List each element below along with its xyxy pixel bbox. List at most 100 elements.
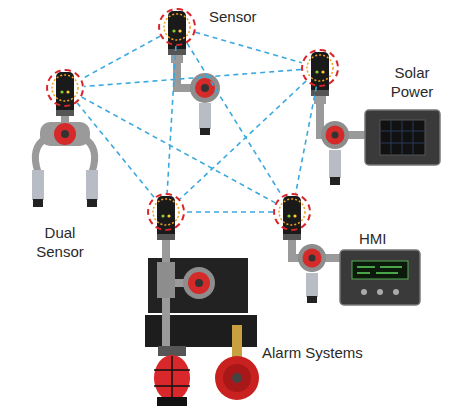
fitting <box>232 325 242 357</box>
transmitter-center <box>201 84 209 92</box>
antenna <box>279 196 305 240</box>
led <box>178 29 181 32</box>
device-label: Solar Power <box>379 64 445 102</box>
radio-link <box>82 97 276 203</box>
sensor-tip <box>87 199 97 207</box>
beacon-dome <box>154 355 190 401</box>
radio-link <box>296 87 317 194</box>
dual-sensor-device <box>32 116 98 207</box>
led <box>60 90 63 93</box>
pipe <box>162 298 170 348</box>
antenna-body <box>283 196 301 240</box>
antenna-body <box>311 52 329 96</box>
hmi-screen <box>352 261 408 279</box>
antenna <box>307 52 333 104</box>
junction-box <box>157 262 175 298</box>
transmitter-face <box>326 126 345 145</box>
led <box>321 70 324 73</box>
radio-link <box>77 103 154 198</box>
solar-panel <box>380 120 425 155</box>
sensor-tip <box>200 128 210 135</box>
solar-enclosure <box>365 110 440 165</box>
led <box>172 29 175 32</box>
antenna-fitting <box>314 96 326 104</box>
led <box>161 214 164 217</box>
antenna-collar <box>283 234 301 240</box>
device-label: HMI <box>359 230 387 249</box>
horn <box>215 356 259 400</box>
pipe <box>162 240 170 262</box>
led <box>287 214 290 217</box>
radio-link <box>180 81 306 199</box>
led <box>167 214 170 217</box>
antenna <box>52 72 78 116</box>
hmi-button <box>377 289 383 295</box>
sensor-tip <box>307 296 317 303</box>
signal-ring <box>153 199 179 225</box>
antenna-collar <box>56 110 74 116</box>
beacon-base <box>158 346 186 356</box>
pipe <box>177 62 192 88</box>
signal-ring <box>164 14 190 40</box>
antenna <box>164 11 190 63</box>
device-label: Dual Sensor <box>27 224 93 262</box>
transmitter-face <box>195 78 215 98</box>
led <box>315 70 318 73</box>
hmi-enclosure <box>340 250 420 305</box>
radio-node: Solar Power <box>301 49 339 87</box>
radio-link <box>167 46 176 193</box>
transmitter-center <box>309 255 316 262</box>
sensor-head <box>199 103 211 129</box>
sensor-head <box>86 170 98 200</box>
antenna <box>153 196 179 240</box>
pipe <box>175 279 184 287</box>
antenna-fitting <box>171 55 183 63</box>
signal-ring <box>307 55 333 81</box>
transmitter-housing <box>40 122 90 146</box>
radio-link <box>185 211 273 213</box>
transmitter-face <box>54 123 76 145</box>
sensor-tip <box>33 199 43 207</box>
hmi-button <box>361 289 367 295</box>
sensor-device <box>177 62 220 135</box>
device-label: Sensor <box>209 8 257 27</box>
hmi-device <box>292 240 420 305</box>
radio-node: Sensor <box>158 8 196 46</box>
transmitter-face <box>188 272 210 294</box>
signal-ring <box>279 199 305 225</box>
beacon-cage <box>154 356 190 400</box>
transmitter-center <box>195 279 203 287</box>
beacon-cap <box>157 397 187 406</box>
horn-inner <box>223 364 251 392</box>
radio-node: Alarm Systems <box>147 193 185 231</box>
horn-center <box>232 373 242 383</box>
radio-link <box>195 32 301 63</box>
device-label: Alarm Systems <box>262 344 363 363</box>
radio-node: Dual Sensor <box>46 69 84 107</box>
transmitter-housing <box>321 121 349 149</box>
antenna-collar <box>157 234 175 240</box>
antenna-body <box>157 196 175 240</box>
sensor-tip <box>330 177 340 185</box>
solar-device <box>320 102 440 185</box>
hmi-button <box>393 289 399 295</box>
solar-grid <box>380 120 425 155</box>
transmitter-housing <box>298 244 326 272</box>
sensor-head <box>329 150 341 178</box>
radio-node: HMI <box>273 193 311 231</box>
antenna-collar <box>168 49 186 55</box>
alarm-device <box>145 240 259 406</box>
sensor-head <box>32 170 44 200</box>
radio-link <box>84 69 301 86</box>
antenna-body <box>56 72 74 116</box>
transmitter-housing <box>183 267 215 299</box>
radio-link <box>82 36 161 79</box>
led <box>66 90 69 93</box>
sensor-head <box>306 273 318 297</box>
led <box>293 214 296 217</box>
antenna-body <box>168 11 186 55</box>
transmitter-housing <box>190 73 220 103</box>
